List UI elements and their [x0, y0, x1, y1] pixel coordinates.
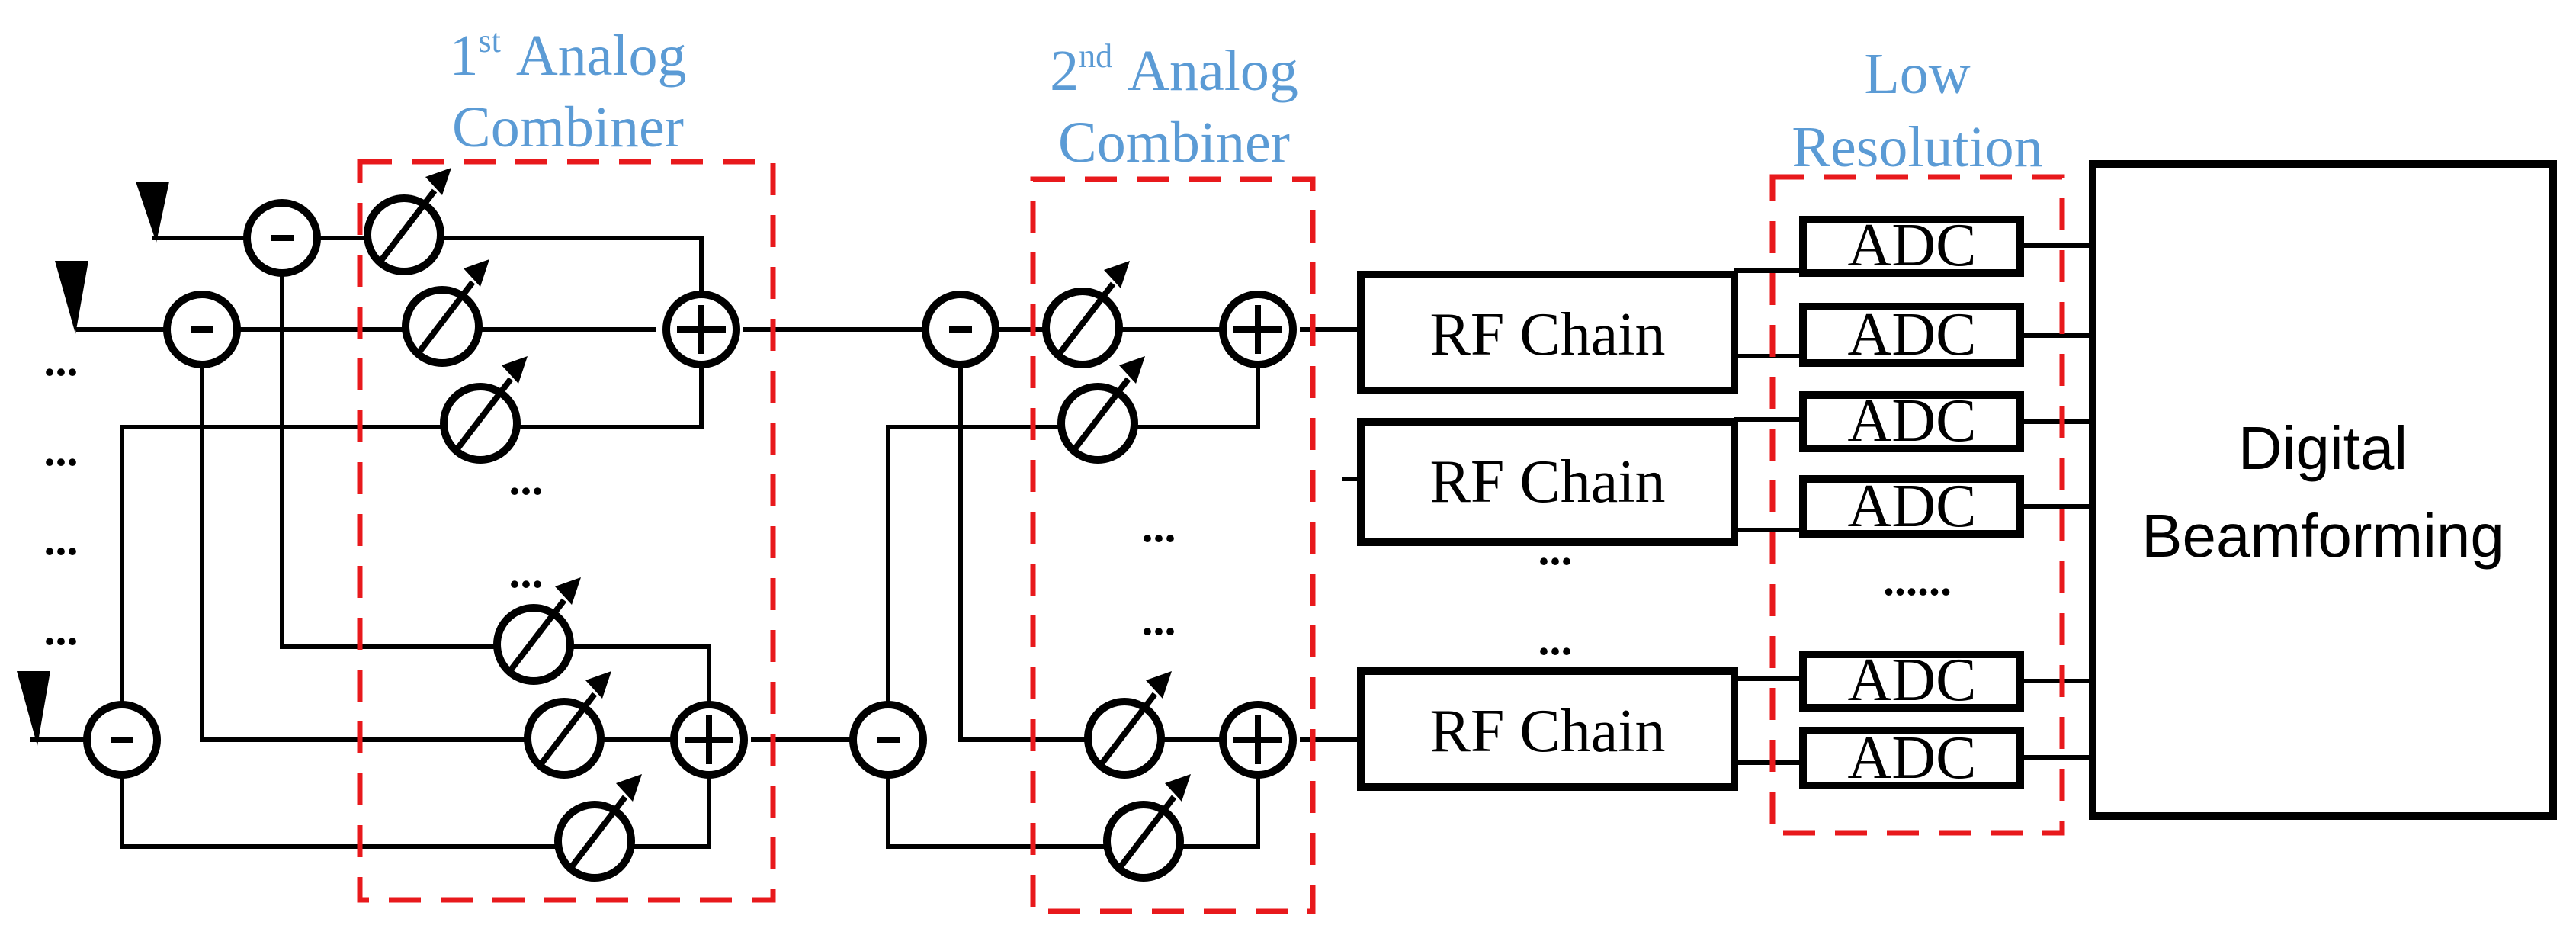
wire — [280, 238, 534, 649]
combiners — [662, 291, 1297, 779]
rf-chain-label: RF Chain — [1430, 301, 1666, 368]
antennas — [17, 182, 169, 746]
rf-chain-label: RF Chain — [1430, 698, 1666, 765]
phase-shifter-icon — [1042, 261, 1130, 368]
adc-block: ADC — [1799, 725, 2024, 792]
title-word: Analog — [516, 24, 687, 88]
ellipsis: ... — [1142, 501, 1176, 551]
antenna-icon — [136, 182, 169, 243]
adc-label: ADC — [1848, 647, 1977, 714]
low-resolution-adc-box — [1769, 174, 2065, 836]
phase-shifter-icon — [554, 774, 642, 882]
minus-circle-icon — [83, 701, 161, 779]
phase-shifter-icon — [1057, 356, 1145, 464]
minus-circle-icon — [849, 701, 927, 779]
phase-shifter-icon — [402, 259, 489, 367]
digital-label-line2: Beamforming — [2141, 502, 2504, 570]
adc-block: ADC — [1799, 212, 2024, 279]
ellipsis: ...... — [1883, 554, 1952, 605]
ellipsis: ... — [509, 454, 544, 504]
plus-circle-icon — [1219, 291, 1297, 368]
ellipsis: ... — [44, 425, 79, 475]
digital-label-line1: Digital — [2238, 414, 2408, 482]
antenna-icon — [17, 671, 50, 746]
plus-circle-icon — [1219, 701, 1297, 779]
adc-group-title: Low Resolution — [1792, 42, 2042, 179]
first-combiner-title: 1st Analog Combiner — [449, 22, 686, 159]
adc-label: ADC — [1848, 301, 1977, 368]
phase-shifter-icon — [493, 577, 581, 685]
phase-shifter-icon — [1103, 774, 1191, 882]
rf-chain-block: RF Chain — [1357, 418, 1738, 546]
title-word: Analog — [1128, 39, 1298, 103]
wire — [120, 366, 704, 740]
phase-shifter-icon — [440, 356, 528, 464]
rf-chain-block: RF Chain — [1357, 667, 1738, 791]
wire — [886, 425, 1067, 702]
plus-circle-icon — [670, 701, 748, 779]
adc-block: ADC — [1799, 387, 2024, 455]
ellipsis: ... — [44, 604, 79, 654]
ellipsis: ... — [44, 514, 79, 564]
adc-label: ADC — [1848, 473, 1977, 540]
phase-shifters — [364, 168, 1191, 882]
antenna-icon — [55, 261, 88, 334]
minus-circle-icon — [243, 199, 321, 277]
ellipsis: ... — [509, 547, 544, 597]
minus-circle-icon — [922, 291, 999, 368]
phase-shifter-icon — [1084, 671, 1172, 779]
splitters — [83, 199, 999, 779]
title-number: 2 — [1050, 39, 1079, 103]
adc-label: ADC — [1848, 212, 1977, 279]
first-analog-combiner-box — [357, 159, 776, 903]
rf-chain-label: RF Chain — [1430, 448, 1666, 516]
ellipsis: ... — [1538, 524, 1573, 574]
title-superscript: nd — [1079, 37, 1112, 75]
second-combiner-title: 2nd Analog Combiner — [1050, 37, 1298, 175]
phase-shifter-icon — [364, 168, 451, 275]
minus-circle-icon — [163, 291, 241, 368]
plus-circle-icon — [662, 291, 740, 368]
wire — [534, 644, 711, 702]
adc-block: ADC — [1799, 301, 2024, 368]
ellipses: ... ... ... ... ... ... ... ... ... ... … — [44, 335, 1952, 664]
adcs: ADC ADC ADC ADC ADC ADC — [1799, 212, 2024, 792]
wire — [200, 329, 557, 742]
ellipsis: ... — [44, 335, 79, 385]
rf-chains: RF Chain RF Chain RF Chain — [1357, 271, 1738, 791]
second-analog-combiner-box — [1030, 176, 1316, 914]
adc-label: ADC — [1848, 387, 1977, 455]
phase-shifter-icon — [524, 671, 611, 779]
adc-block: ADC — [1799, 473, 2024, 540]
title-number: 1 — [449, 24, 478, 88]
wire — [120, 778, 711, 849]
adc-block: ADC — [1799, 647, 2024, 714]
adc-label: ADC — [1848, 725, 1977, 792]
wire — [886, 778, 1260, 849]
digital-beamforming-block: Digital Beamforming — [2089, 160, 2557, 820]
title-line2: Combiner — [1058, 111, 1290, 175]
rf-chain-block: RF Chain — [1357, 271, 1738, 394]
title-line2: Resolution — [1792, 115, 2042, 179]
title-line1: Low — [1864, 42, 1970, 106]
title-superscript: st — [478, 22, 500, 59]
ellipsis: ... — [1142, 594, 1176, 644]
title-line2: Combiner — [452, 95, 684, 159]
ellipsis: ... — [1538, 614, 1573, 664]
